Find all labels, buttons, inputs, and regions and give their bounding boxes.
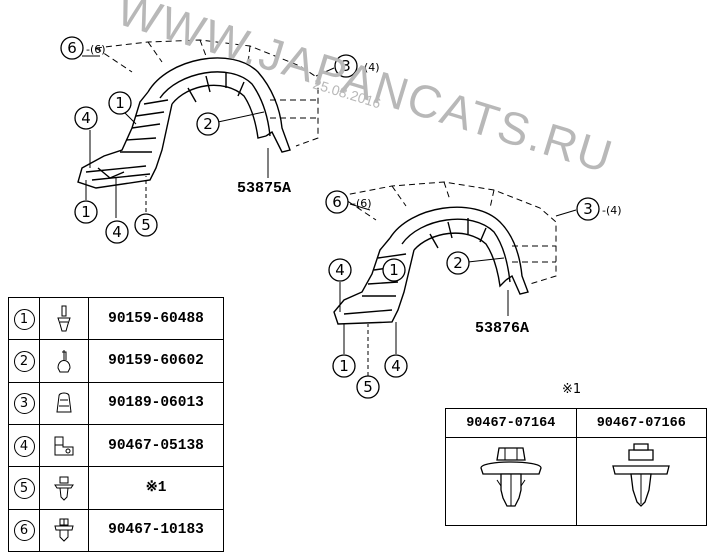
svg-text:1: 1 — [389, 261, 399, 279]
table-row: 6 90467-10183 — [8, 508, 224, 552]
svg-text:2: 2 — [453, 254, 463, 272]
svg-text:-(6): -(6) — [86, 43, 106, 56]
fender-liner-front-drawing — [77, 57, 291, 189]
table-row: 90467-07164 90467-07166 — [445, 408, 707, 438]
callout-front-3: 3 -(4) — [334, 54, 380, 78]
leader-lines-front — [82, 55, 335, 218]
svg-text:-(6): -(6) — [352, 197, 372, 210]
svg-text:3: 3 — [583, 200, 593, 218]
svg-text:4: 4 — [391, 357, 401, 375]
svg-text:-(4): -(4) — [360, 61, 380, 74]
table-row: 2 90159-60602 — [8, 339, 224, 383]
svg-text:2: 2 — [203, 115, 213, 133]
callout-rear-4-bottom: 4 — [384, 354, 408, 378]
push-rivet-icon — [480, 446, 542, 507]
callout-rear-4-top: 4 — [328, 258, 352, 282]
row-ref: 5 — [13, 477, 35, 499]
callout-rear-1-top: 1 — [382, 258, 406, 282]
svg-text:6: 6 — [332, 193, 342, 211]
assembly-front-part-number: 53875A — [237, 180, 291, 197]
parts-table: 1 90159-60488 2 90159-60602 3 — [8, 296, 224, 552]
callout-rear-2: 2 — [446, 251, 470, 275]
alternatives-ref: ※1 — [562, 382, 582, 397]
callout-rear-5: 5 — [356, 375, 380, 399]
clip-round-icon — [57, 349, 71, 373]
table-row: 5 ※1 — [8, 466, 224, 510]
leader-lines-rear — [339, 203, 577, 376]
push-clip-icon — [54, 476, 74, 501]
svg-text:-(4): -(4) — [602, 204, 622, 217]
part-number: 90467-05138 — [88, 423, 224, 468]
assembly-rear-part-number: 53876A — [475, 320, 529, 337]
svg-text:1: 1 — [81, 203, 91, 221]
row-ref: 6 — [13, 520, 35, 542]
rivet-clip-icon — [54, 518, 74, 543]
part-number: 90159-60602 — [88, 339, 224, 383]
row-ref: 3 — [13, 393, 35, 415]
bracket-clip-icon — [54, 436, 74, 456]
callout-front-2: 2 — [196, 112, 220, 136]
push-clip-alt-icon — [612, 442, 671, 507]
svg-text:4: 4 — [335, 261, 345, 279]
svg-text:4: 4 — [112, 223, 122, 241]
svg-text:6: 6 — [67, 39, 77, 57]
table-row: 4 90467-05138 — [8, 423, 224, 468]
clip-nut-icon — [56, 392, 72, 413]
svg-text:3: 3 — [341, 57, 351, 75]
svg-text:4: 4 — [81, 109, 91, 127]
svg-text:1: 1 — [339, 357, 349, 375]
fender-liner-rear-drawing — [333, 206, 529, 325]
fender-liner-rear-dashed — [339, 181, 557, 285]
svg-text:5: 5 — [141, 216, 151, 234]
alt-part-number: 90467-07164 — [445, 408, 577, 438]
row-ref: 2 — [13, 350, 35, 372]
table-row: 1 90159-60488 — [8, 296, 224, 341]
part-number: 90189-06013 — [88, 381, 224, 425]
alt-part-number: 90467-07166 — [575, 408, 707, 438]
alternatives-table: 90467-07164 90467-07166 — [445, 408, 707, 526]
row-ref: 4 — [13, 435, 35, 457]
callout-front-4-bottom: 4 — [105, 220, 129, 244]
callout-rear-3: 3 -(4) — [576, 197, 622, 221]
callout-front-6: 6 -(6) — [60, 36, 106, 60]
svg-text:1: 1 — [115, 94, 125, 112]
part-number: 90467-10183 — [88, 508, 224, 552]
callout-front-1-bottom: 1 — [74, 200, 98, 224]
callout-rear-1-bottom: 1 — [332, 354, 356, 378]
clip-screw-icon — [57, 305, 71, 332]
callout-front-5: 5 — [134, 213, 158, 237]
table-row — [445, 437, 707, 526]
part-number: 90159-60488 — [88, 296, 224, 341]
callout-front-4-top: 4 — [74, 106, 98, 130]
table-row: 3 90189-06013 — [8, 381, 224, 425]
svg-text:5: 5 — [363, 378, 373, 396]
part-number: ※1 — [88, 466, 224, 510]
fender-liner-front-dashed — [95, 39, 319, 147]
callout-rear-6: 6 -(6) — [325, 190, 372, 214]
row-ref: 1 — [13, 308, 35, 330]
callout-front-1-top: 1 — [108, 91, 132, 115]
